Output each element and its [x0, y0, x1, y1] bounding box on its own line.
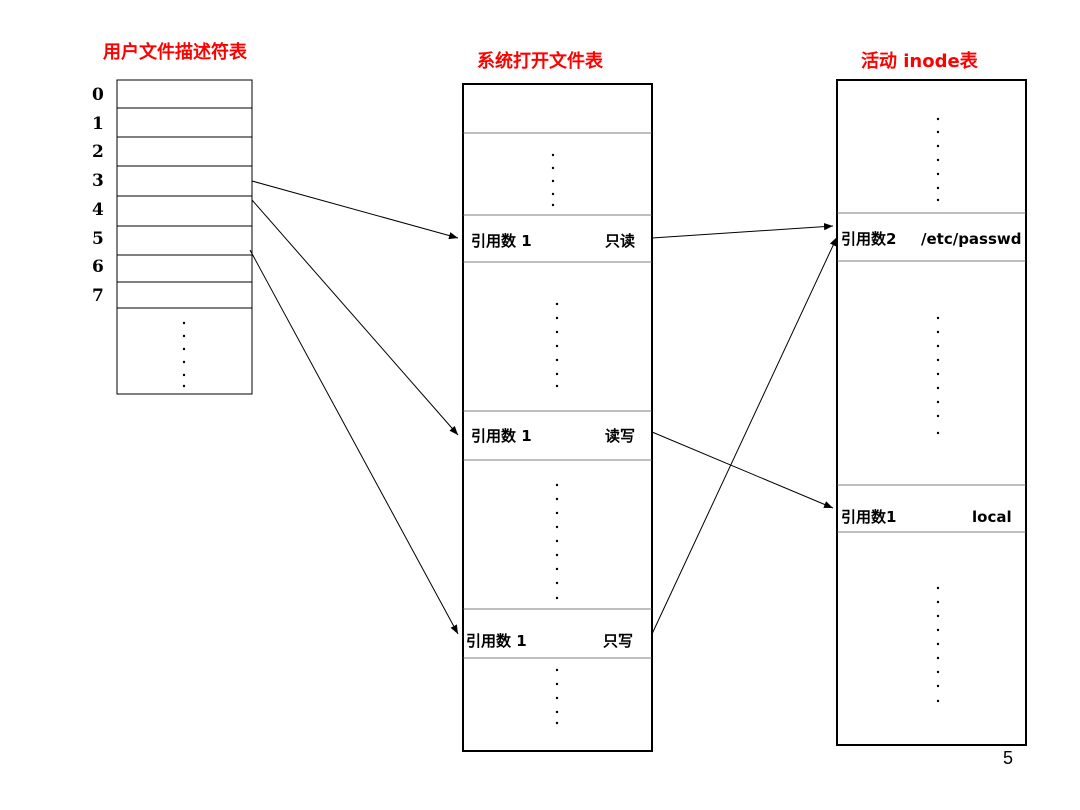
arrow-fd3-to-entry1: [251, 180, 459, 240]
inode-entry-1-name: /etc/passwd: [921, 230, 1022, 248]
fd-table: [116, 79, 253, 395]
open-file-entry-3-refcount: 引用数 1: [466, 632, 527, 650]
inode-table: [836, 79, 1027, 746]
fd-index-0: 0: [92, 85, 104, 105]
inode-table-title: 活动 inode表: [861, 51, 978, 72]
arrow-fd4-to-entry2: [251, 199, 459, 436]
arrow-entry2-to-local: [651, 431, 834, 509]
inode-entry-2-refcount: 引用数1: [841, 508, 897, 526]
fd-index-7: 7: [92, 286, 104, 306]
fd-index-5: 5: [92, 229, 104, 249]
fd-index-6: 6: [92, 257, 104, 277]
inode-entry-1-refcount: 引用数2: [841, 230, 897, 248]
inode-table-ellipsis: [936, 117, 940, 703]
fd-table-title: 用户文件描述符表: [103, 42, 247, 63]
open-file-entry-1-refcount: 引用数 1: [471, 232, 532, 250]
fd-index-2: 2: [92, 142, 104, 162]
open-file-entry-3-mode: 只写: [603, 632, 634, 650]
fd-index-3: 3: [92, 171, 104, 191]
arrows: [249, 180, 838, 635]
arrow-entry3-to-passwd: [651, 236, 838, 635]
open-file-table-ellipsis: [551, 153, 559, 725]
open-file-entry-1-mode: 只读: [605, 232, 636, 250]
open-file-entry-2-mode: 读写: [605, 427, 636, 445]
fd-table-ellipsis: [182, 321, 186, 388]
open-file-table-title: 系统打开文件表: [477, 51, 603, 72]
fd-index-1: 1: [92, 114, 104, 134]
open-file-entry-2-refcount: 引用数 1: [471, 427, 532, 445]
arrow-entry1-to-passwd: [651, 223, 834, 239]
open-file-table: [462, 83, 653, 752]
inode-entry-2-name: local: [972, 508, 1012, 526]
fd-index-4: 4: [92, 200, 104, 220]
arrow-fd5-to-entry3: [249, 249, 459, 635]
page-number: 5: [1003, 748, 1014, 768]
